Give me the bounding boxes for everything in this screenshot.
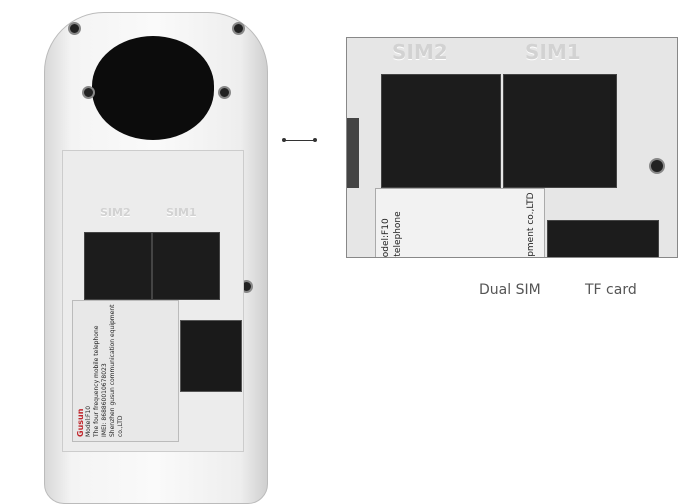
inset-sim1-label: SIM1	[525, 40, 581, 64]
inset-sticker-model: Model:F10	[381, 218, 391, 258]
zoom-inset: SIM2 SIM1 Model:F10 e telephone uipment …	[346, 37, 678, 258]
side-slot	[347, 118, 359, 188]
sticker-maker: Shenzhen gusun communication equipment c…	[109, 304, 124, 438]
screw-icon	[649, 158, 665, 174]
caption-dual-sim: Dual SIM	[479, 282, 541, 298]
sticker-imei: IMEI: 868860010678023	[101, 363, 108, 437]
speaker-grille	[92, 36, 214, 140]
connector-dot	[313, 138, 317, 142]
sim2-slot	[84, 232, 152, 300]
sim1-label: SIM1	[166, 206, 197, 219]
screw-icon	[218, 86, 231, 99]
sticker-brand: Gusun	[76, 408, 85, 437]
sim2-label: SIM2	[100, 206, 131, 219]
inset-sticker-desc: e telephone	[393, 211, 403, 258]
sim1-slot	[152, 232, 220, 300]
inset-tf-slot	[547, 220, 659, 257]
caption-tf-card: TF card	[585, 282, 637, 298]
inset-sim2-slot	[381, 74, 501, 188]
connector-dot	[282, 138, 286, 142]
inset-sim2-label: SIM2	[392, 40, 448, 64]
sticker-model: Model:F10	[85, 405, 92, 437]
inset-sim1-slot	[503, 74, 617, 188]
tf-card-slot	[180, 320, 242, 392]
screw-icon	[232, 22, 245, 35]
inset-sticker-maker: uipment co.,LTD	[526, 192, 536, 258]
screw-icon	[82, 86, 95, 99]
screw-icon	[68, 22, 81, 35]
sticker-desc: The four frequency mobile telephone	[93, 325, 100, 437]
inset-sticker: Model:F10 e telephone uipment co.,LTD	[375, 188, 545, 258]
device-sticker: Gusun Model:F10 The four frequency mobil…	[72, 300, 179, 442]
connector-line	[283, 140, 316, 141]
